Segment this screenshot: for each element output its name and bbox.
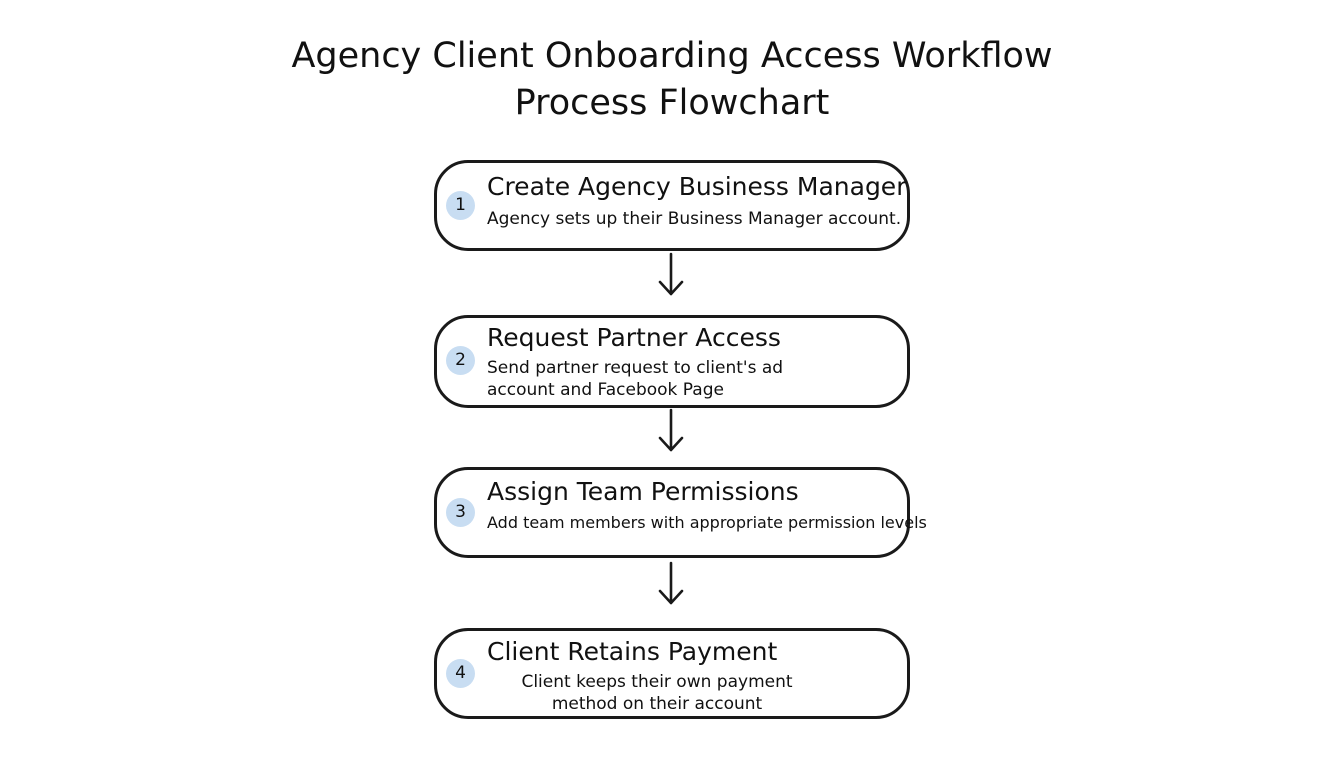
- step-number-badge: 4: [446, 659, 475, 688]
- arrow-down-icon: [658, 561, 684, 605]
- step-description: Agency sets up their Business Manager ac…: [487, 209, 902, 229]
- diagram-title: Agency Client Onboarding Access Workflow: [291, 36, 1053, 76]
- step-title: Client Retains Payment: [487, 637, 778, 666]
- arrow-down-icon: [658, 252, 684, 296]
- step-number-badge: 1: [446, 191, 475, 220]
- step-box-1: 1 Create Agency Business Manager Agency …: [434, 160, 910, 251]
- step-box-4: 4 Client Retains Payment Client keeps th…: [434, 628, 910, 719]
- step-title: Assign Team Permissions: [487, 477, 799, 506]
- step-description: Send partner request to client's ad acco…: [487, 358, 784, 400]
- step-number-badge: 2: [446, 346, 475, 375]
- step-description: Add team members with appropriate permis…: [487, 513, 927, 532]
- step-title: Create Agency Business Manager: [487, 172, 907, 201]
- step-box-2: 2 Request Partner Access Send partner re…: [434, 315, 910, 408]
- step-description: Client keeps their own payment method on…: [521, 672, 793, 714]
- arrow-down-icon: [658, 408, 684, 452]
- step-box-3: 3 Assign Team Permissions Add team membe…: [434, 467, 927, 558]
- step-title: Request Partner Access: [487, 323, 781, 352]
- diagram-subtitle: Process Flowchart: [514, 83, 830, 123]
- step-number-badge: 3: [446, 498, 475, 527]
